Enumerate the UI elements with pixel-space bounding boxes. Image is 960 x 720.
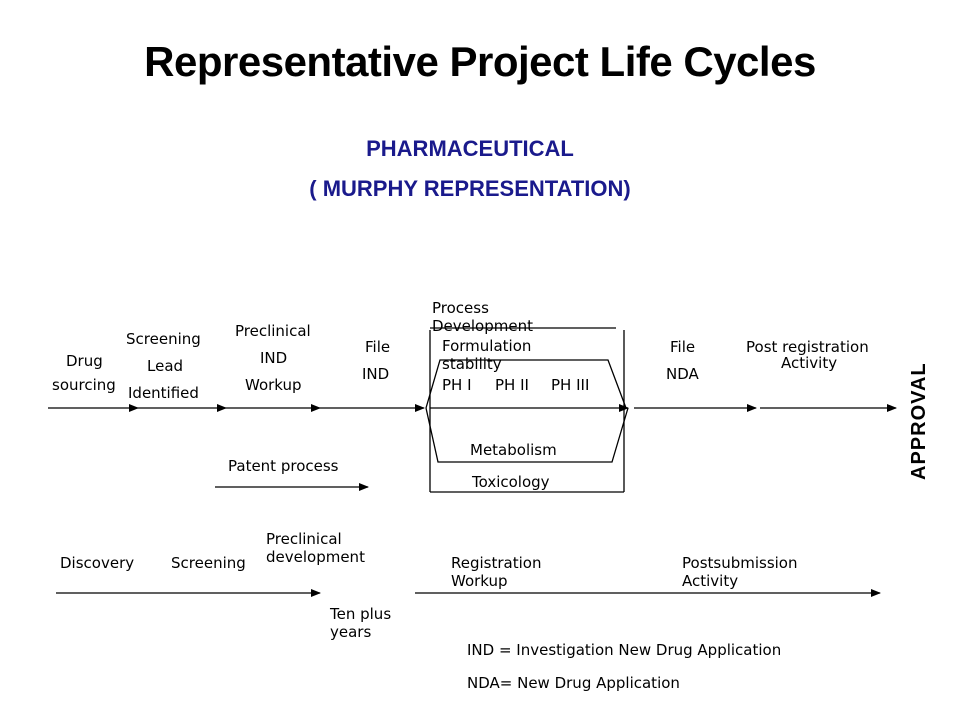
label-ph3: PH III <box>551 376 590 394</box>
label-preclinical-development: Preclinical development <box>266 530 365 566</box>
label-preclinical: Preclinical <box>235 322 311 340</box>
label-screening: Screening <box>126 330 201 348</box>
label-post-registration: Post registration <box>746 338 869 356</box>
label-discovery: Discovery <box>60 554 135 572</box>
label-postsubmission-activity: Postsubmission Activity <box>682 554 798 590</box>
label-nda: NDA <box>666 365 699 383</box>
label-ind-2: IND <box>362 365 390 383</box>
label-drug: Drug <box>66 352 103 370</box>
label-process-development: Process Development <box>432 299 533 335</box>
subtitle-pharmaceutical: PHARMACEUTICAL <box>366 136 574 161</box>
label-metabolism: Metabolism <box>470 441 557 459</box>
label-ind: IND <box>260 349 288 367</box>
label-workup: Workup <box>245 376 302 394</box>
label-file-ind: File <box>365 338 391 356</box>
label-registration-workup: Registration Workup <box>451 554 542 590</box>
label-screening-bottom: Screening <box>171 554 246 572</box>
label-file-nda: File <box>670 338 696 356</box>
label-sourcing: sourcing <box>52 376 116 394</box>
label-ten-plus-years: Ten plus years <box>330 605 392 641</box>
label-identified: Identified <box>128 384 199 402</box>
subtitle-murphy: ( MURPHY REPRESENTATION) <box>309 176 631 201</box>
label-formulation-stability: Formulation stability <box>442 337 532 373</box>
legend-ind-definition: IND = Investigation New Drug Application <box>467 641 782 659</box>
label-activity: Activity <box>781 354 838 372</box>
label-patent-process: Patent process <box>228 457 339 475</box>
label-ph1: PH I <box>442 376 472 394</box>
bracket-formulation <box>425 359 627 409</box>
page-title: Representative Project Life Cycles <box>144 38 816 85</box>
label-ph2: PH II <box>495 376 529 394</box>
label-lead: Lead <box>147 357 184 375</box>
label-toxicology: Toxicology <box>472 473 550 491</box>
bracket-metabolism <box>425 407 629 463</box>
label-approval: APPROVAL <box>908 362 930 480</box>
legend-nda-definition: NDA= New Drug Application <box>467 674 680 692</box>
